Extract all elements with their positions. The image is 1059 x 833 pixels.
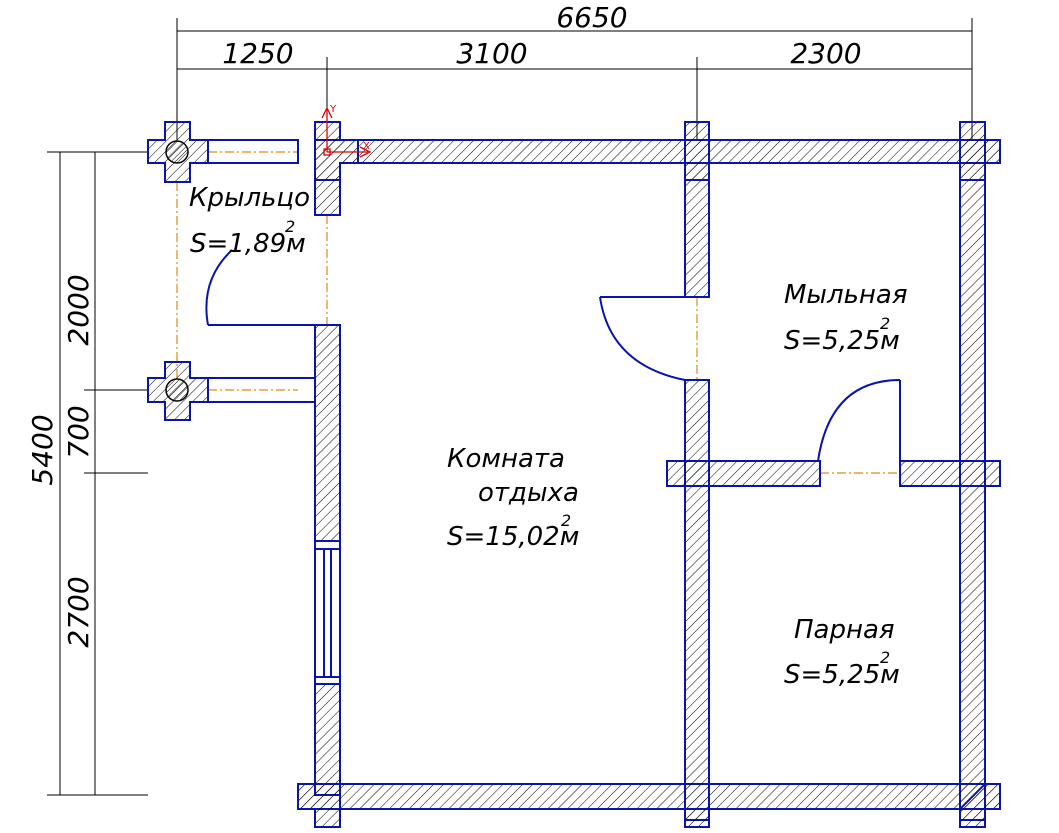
cross-top-2 <box>314 121 359 181</box>
ucs-icon <box>321 106 372 158</box>
cross-bottom-2 <box>684 808 710 828</box>
porch-rails <box>207 139 316 403</box>
door-washroom <box>599 296 686 381</box>
dim-seg-3: 2300 <box>790 37 861 70</box>
room-lounge-name-1: Комната <box>447 444 565 474</box>
room-porch-sup: 2 <box>285 217 295 236</box>
dim-seg-2: 3100 <box>456 37 527 70</box>
left-dimensions <box>47 151 148 796</box>
dim-seg-1: 1250 <box>222 37 293 70</box>
dim-v-1: 2000 <box>62 274 95 345</box>
top-dimensions <box>176 18 973 140</box>
room-steam-area: S=5,25м <box>784 660 900 690</box>
wall-bottom <box>297 783 1001 810</box>
dim-v-2: 700 <box>62 405 95 458</box>
wall-top <box>314 139 1001 216</box>
doors <box>205 249 901 462</box>
cross-top-4 <box>959 121 1001 181</box>
room-steam-sup: 2 <box>880 648 890 667</box>
room-washroom-sup: 2 <box>880 314 890 333</box>
dim-overall-height: 5400 <box>26 414 59 485</box>
room-lounge-area: S=15,02м <box>447 522 579 552</box>
room-lounge-name-2: отдыха <box>478 478 579 508</box>
porch-post-top-log <box>165 140 189 164</box>
ucs-x-label: X <box>363 141 370 152</box>
porch-post-bottom-log <box>165 378 189 402</box>
room-washroom-area: S=5,25м <box>784 326 900 356</box>
door-porch <box>205 249 315 326</box>
center-lines <box>176 151 900 474</box>
dim-overall-width: 6650 <box>556 1 627 34</box>
room-steam-name: Парная <box>794 615 895 645</box>
cross-top-3 <box>684 121 710 181</box>
ucs-y-label: Y <box>329 104 337 115</box>
cross-bottom-3 <box>959 783 1001 828</box>
window-left <box>314 540 341 685</box>
log-crosses <box>297 121 1001 828</box>
room-porch-area: S=1,89м <box>190 229 306 259</box>
wall-mid-right <box>899 460 1001 487</box>
dim-v-3: 2700 <box>62 576 95 647</box>
cross-bottom-1 <box>297 783 341 828</box>
room-porch-name: Крыльцо <box>189 183 310 213</box>
door-steam <box>817 379 901 462</box>
walls <box>297 139 1001 821</box>
wall-interior-lower <box>684 379 710 821</box>
wall-mid-left <box>666 460 821 487</box>
room-lounge-sup: 2 <box>561 511 571 530</box>
room-washroom-name: Мыльная <box>784 280 907 310</box>
